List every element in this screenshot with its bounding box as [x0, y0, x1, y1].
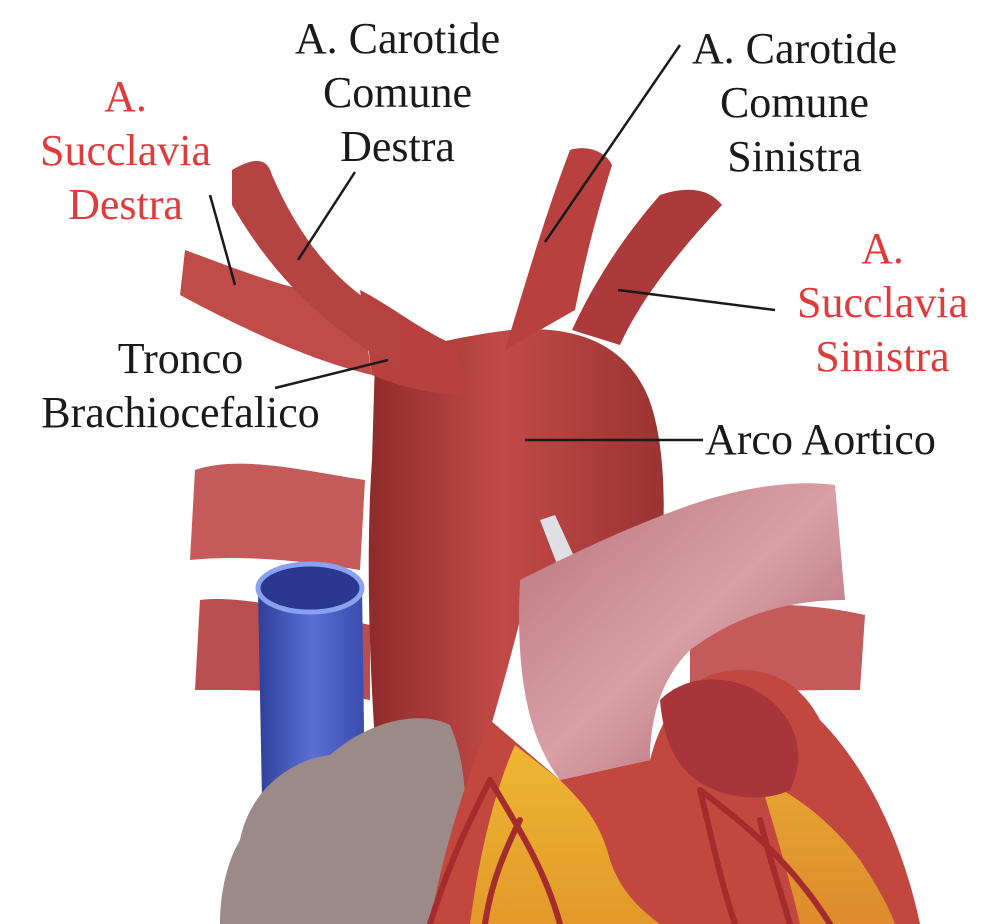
label-succlavia-destra: A. Succlavia Destra — [18, 70, 233, 232]
label-tronco-brachiocefalico: Tronco Brachiocefalico — [8, 332, 353, 440]
label-carotide-destra: A. Carotide Comune Destra — [275, 12, 520, 174]
superior-vena-cava-opening — [258, 564, 362, 612]
right-pulmonary-artery-upper — [190, 464, 365, 570]
label-succlavia-sinistra: A. Succlavia Sinistra — [775, 222, 990, 384]
label-arco-aortico: Arco Aortico — [705, 413, 936, 467]
label-carotide-sinistra: A. Carotide Comune Sinistra — [672, 22, 917, 184]
right-atrium — [220, 718, 466, 924]
